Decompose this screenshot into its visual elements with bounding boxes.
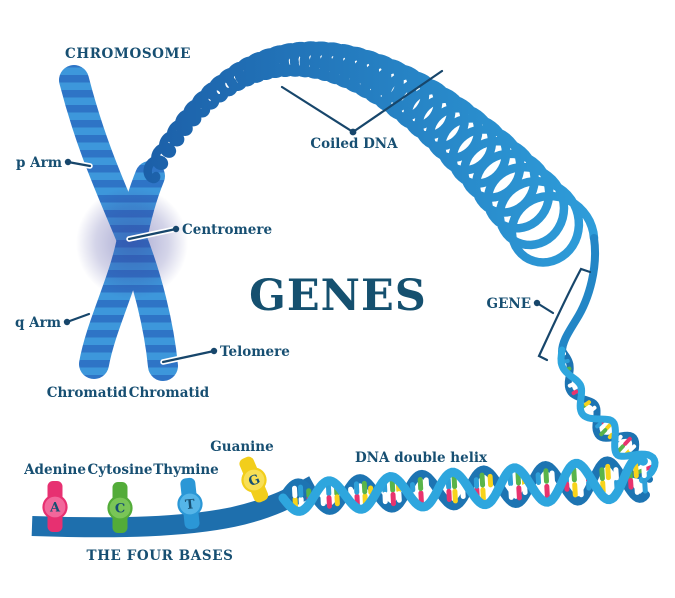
dna-helix-horizontal bbox=[278, 454, 650, 516]
centromere-shading bbox=[76, 187, 188, 299]
telomere-pointer-line bbox=[161, 349, 216, 364]
cytosine-label: Cytosine bbox=[88, 462, 153, 478]
q-arm-pointer-line bbox=[65, 312, 91, 324]
q-arm-label: q Arm bbox=[15, 315, 61, 331]
coiled-dna-pointer-line-left bbox=[280, 85, 355, 134]
chromatid-left-label: Chromatid bbox=[47, 385, 128, 401]
thymine-label: Thymine bbox=[153, 462, 219, 478]
p-arm-pointer-dot bbox=[64, 158, 72, 166]
genes-title: GENES bbox=[249, 271, 427, 321]
centromere-pointer bbox=[126, 225, 180, 242]
guanine-letter: G bbox=[246, 472, 262, 490]
coiled-dna-illustration bbox=[143, 41, 600, 356]
gene-pointer-dot bbox=[533, 299, 541, 307]
coiled-dna-pointer bbox=[280, 69, 444, 136]
gene-pointer bbox=[533, 267, 592, 362]
q-arm-pointer bbox=[63, 311, 92, 326]
chromatid-right-label: Chromatid bbox=[129, 385, 210, 401]
centromere-pointer-dot bbox=[172, 225, 180, 233]
adenine-letter: A bbox=[49, 501, 61, 516]
chromosome-label: CHROMOSOME bbox=[65, 46, 191, 62]
telomere-pointer-dot bbox=[210, 347, 218, 355]
gene-bracket bbox=[537, 267, 592, 362]
cytosine-letter: C bbox=[115, 502, 125, 517]
base-adenine: A bbox=[42, 481, 68, 532]
gene-label: GENE bbox=[487, 296, 531, 312]
q-arm-pointer-dot bbox=[63, 318, 71, 326]
guanine-label: Guanine bbox=[210, 439, 273, 455]
guanine-circle bbox=[241, 467, 267, 493]
base-thymine: T bbox=[177, 477, 203, 530]
adenine-circle bbox=[42, 494, 68, 520]
dna-helix-descending bbox=[557, 346, 659, 484]
four-bases-title: THE FOUR BASES bbox=[87, 548, 234, 564]
ribbon-illustration bbox=[31, 476, 319, 538]
p-arm-pointer-line bbox=[66, 160, 92, 168]
coiled-dna-pointer-dot bbox=[349, 128, 357, 136]
centromere-label: Centromere bbox=[182, 222, 272, 238]
p-arm-label: p Arm bbox=[16, 155, 62, 171]
coiled-dna-label: Coiled DNA bbox=[310, 136, 398, 152]
cytosine-circle bbox=[107, 495, 133, 521]
chromosome-illustration bbox=[59, 65, 188, 381]
dna-double-helix-label: DNA double helix bbox=[355, 450, 488, 466]
thymine-letter: T bbox=[185, 497, 197, 513]
p-arm-pointer bbox=[64, 158, 93, 169]
adenine-label: Adenine bbox=[23, 462, 86, 478]
coiled-dna-pointer-line-right bbox=[351, 69, 444, 134]
coil-tail-strand bbox=[558, 234, 600, 356]
thymine-circle bbox=[177, 491, 203, 517]
telomere-pointer bbox=[160, 347, 218, 365]
centromere-pointer-line bbox=[127, 227, 178, 241]
base-guanine: G bbox=[239, 456, 269, 503]
telomere-label: Telomere bbox=[220, 344, 290, 360]
coil-spring bbox=[143, 41, 599, 267]
base-cytosine: C bbox=[107, 482, 133, 533]
